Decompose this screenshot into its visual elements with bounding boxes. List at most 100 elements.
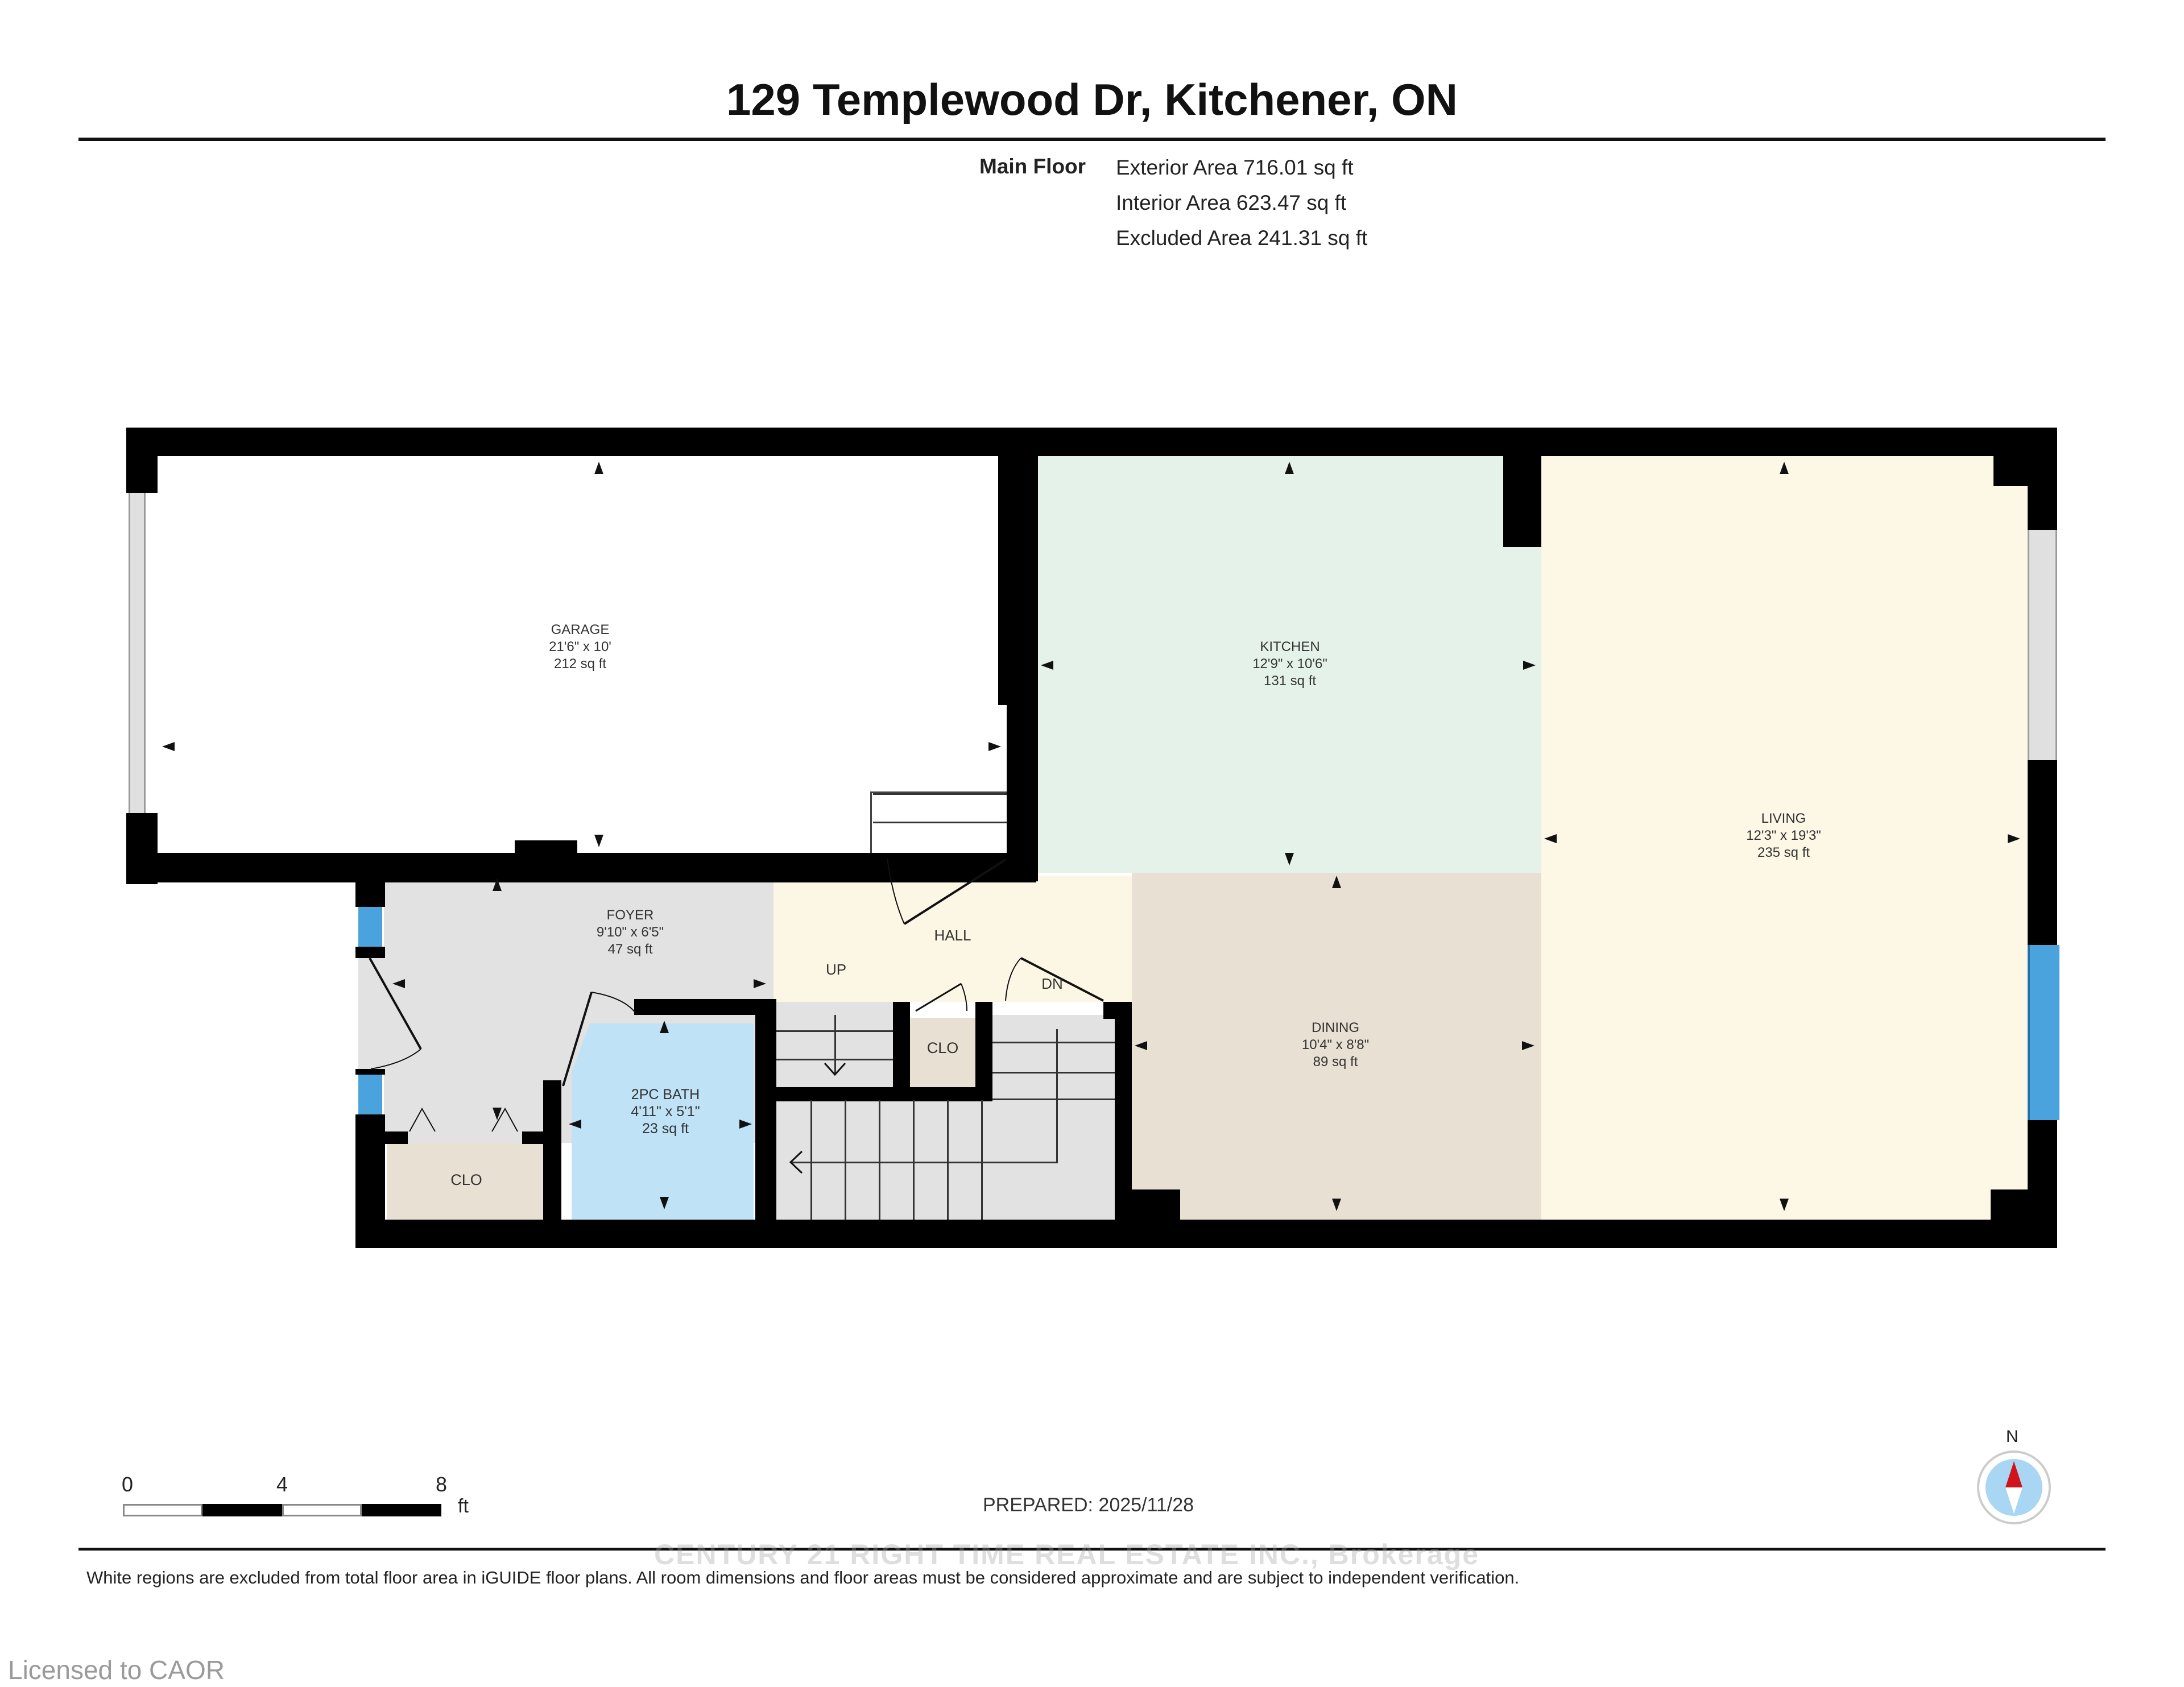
garage-area: 212 sq ft xyxy=(553,656,607,672)
room-garage xyxy=(156,455,998,853)
garage-arrow-right xyxy=(988,742,1001,751)
room-stairs-lower xyxy=(776,1100,1115,1220)
wall-closet-bath xyxy=(543,1080,561,1222)
wall-right-mid xyxy=(2028,760,2057,945)
bath-area: 23 sq ft xyxy=(642,1121,689,1137)
foyer-arrow-bottom xyxy=(493,1108,502,1120)
wall-bath-top xyxy=(634,999,776,1015)
dining-arrow-top xyxy=(1332,876,1341,888)
wall-right-top xyxy=(2028,428,2057,530)
room-dining xyxy=(1132,873,1541,1220)
foyer-area: 47 sq ft xyxy=(607,942,653,957)
bath-arrow-top xyxy=(660,1021,669,1033)
garage-step-line-1 xyxy=(873,793,1007,795)
bath-arrow-bottom xyxy=(660,1197,669,1209)
living-window-lower xyxy=(2028,945,2059,1120)
compass-north-label: N xyxy=(2006,1427,2018,1446)
garage-step-line-2 xyxy=(873,822,1007,823)
wall-bath-right xyxy=(755,999,776,1221)
wall-garage-right-lower xyxy=(1007,705,1038,881)
scale-unit: ft xyxy=(458,1495,469,1517)
page-title: 129 Templewood Dr, Kitchener, ON xyxy=(726,74,1458,125)
area-summary: Exterior Area 716.01 sq ft Interior Area… xyxy=(1116,150,1367,256)
wall-closet-hall-right xyxy=(975,1002,992,1101)
stair-tread-2 xyxy=(845,1100,846,1220)
living-arrow-top xyxy=(1780,462,1789,474)
bath-arrow-left xyxy=(569,1120,581,1129)
scale-tick-0: 0 xyxy=(122,1473,134,1496)
wall-foyer-left-upper xyxy=(355,876,385,907)
kitchen-arrow-right xyxy=(1523,661,1536,670)
wall-closet-hall-left xyxy=(893,1002,910,1090)
living-label: LIVING 12'3" x 19'3" 235 sq ft xyxy=(1727,810,1840,861)
room-hall xyxy=(774,876,1132,1002)
stair-tread-5 xyxy=(947,1100,949,1220)
bath-dims: 4'11" x 5'1" xyxy=(631,1104,700,1120)
wall-bottom xyxy=(355,1220,2057,1248)
stair-dn-arrow-h xyxy=(791,1162,1058,1163)
scale-tick-4: 4 xyxy=(276,1473,288,1496)
wall-right-bottom-corner xyxy=(1991,1189,2030,1221)
floor-label: Main Floor xyxy=(979,155,1086,178)
garage-dims: 21'6" x 10' xyxy=(549,639,611,654)
wall-garage-right xyxy=(998,455,1038,705)
stair-dn-line-1 xyxy=(992,1042,1115,1043)
header-rule xyxy=(78,138,2106,141)
foyer-name: FOYER xyxy=(606,907,654,923)
disclaimer: White regions are excluded from total fl… xyxy=(86,1568,1520,1587)
scale-bar: 0 4 8 ft xyxy=(119,1473,489,1524)
wall-garage-bump xyxy=(515,840,577,857)
foyer-arrow-top xyxy=(493,878,502,891)
dining-name: DINING xyxy=(1312,1020,1359,1035)
foyer-window-lower xyxy=(358,1075,382,1114)
wall-closet-top-left xyxy=(385,1131,408,1144)
prepared-date: PREPARED: 2025/11/28 xyxy=(983,1494,1194,1516)
stair-dn-line-2 xyxy=(992,1072,1115,1073)
garage-arrow-bottom xyxy=(594,835,603,847)
foyer-dims: 9'10" x 6'5" xyxy=(596,925,664,940)
kitchen-arrow-left xyxy=(1041,661,1053,670)
living-dims: 12'3" x 19'3" xyxy=(1746,828,1821,843)
living-area: 235 sq ft xyxy=(1757,845,1810,860)
dining-area: 89 sq ft xyxy=(1313,1054,1358,1070)
exterior-area: Exterior Area 716.01 sq ft xyxy=(1116,156,1354,179)
dining-label: DINING 10'4" x 8'8" 89 sq ft xyxy=(1279,1019,1392,1071)
garage-door-window xyxy=(129,493,146,813)
stair-dn-arrow-v xyxy=(1056,1029,1058,1163)
wall-garage-bottom xyxy=(126,853,1036,882)
bath-label: 2PC BATH 4'11" x 5'1" 23 sq ft xyxy=(609,1086,722,1137)
scale-seg-4 xyxy=(362,1504,441,1516)
living-window-upper xyxy=(2028,530,2057,760)
kitchen-dims: 12'9" x 10'6" xyxy=(1252,656,1327,672)
garage-arrow-left xyxy=(162,742,175,751)
scale-seg-3 xyxy=(282,1504,362,1516)
dining-arrow-bottom xyxy=(1332,1199,1341,1211)
garage-name: GARAGE xyxy=(551,622,610,637)
kitchen-arrow-top xyxy=(1285,462,1294,474)
wall-right-corner xyxy=(1993,455,2028,486)
wall-stairs-up-bottom xyxy=(776,1087,992,1101)
kitchen-name: KITCHEN xyxy=(1260,639,1320,654)
wall-kitchen-living-stub xyxy=(1503,455,1541,547)
living-name: LIVING xyxy=(1761,811,1806,826)
living-arrow-right xyxy=(2008,834,2020,843)
scale-seg-1 xyxy=(123,1504,202,1516)
wall-foyer-left-lower xyxy=(355,1114,385,1248)
bath-arrow-right xyxy=(739,1120,752,1129)
watermark: CENTURY 21 RIGHT TIME REAL ESTATE INC., … xyxy=(654,1539,1480,1570)
foyer-label: FOYER 9'10" x 6'5" 47 sq ft xyxy=(573,907,687,958)
room-kitchen xyxy=(1038,455,1541,873)
wall-garage-left-upper xyxy=(126,428,158,493)
dining-dims: 10'4" x 8'8" xyxy=(1301,1037,1370,1052)
room-closet-hall xyxy=(910,1018,975,1089)
dining-arrow-right xyxy=(1522,1041,1534,1050)
stair-tread-4 xyxy=(913,1100,915,1220)
kitchen-arrow-bottom xyxy=(1285,853,1294,865)
wall-stairs-right xyxy=(1115,1002,1132,1221)
room-closet-foyer xyxy=(387,1143,543,1220)
room-living xyxy=(1541,455,2028,1220)
bath-name: 2PC BATH xyxy=(631,1087,700,1102)
stair-up-arrow xyxy=(834,1015,836,1075)
kitchen-label: KITCHEN 12'9" x 10'6" 131 sq ft xyxy=(1233,639,1347,690)
stairs-down-label: DN xyxy=(1041,975,1063,992)
